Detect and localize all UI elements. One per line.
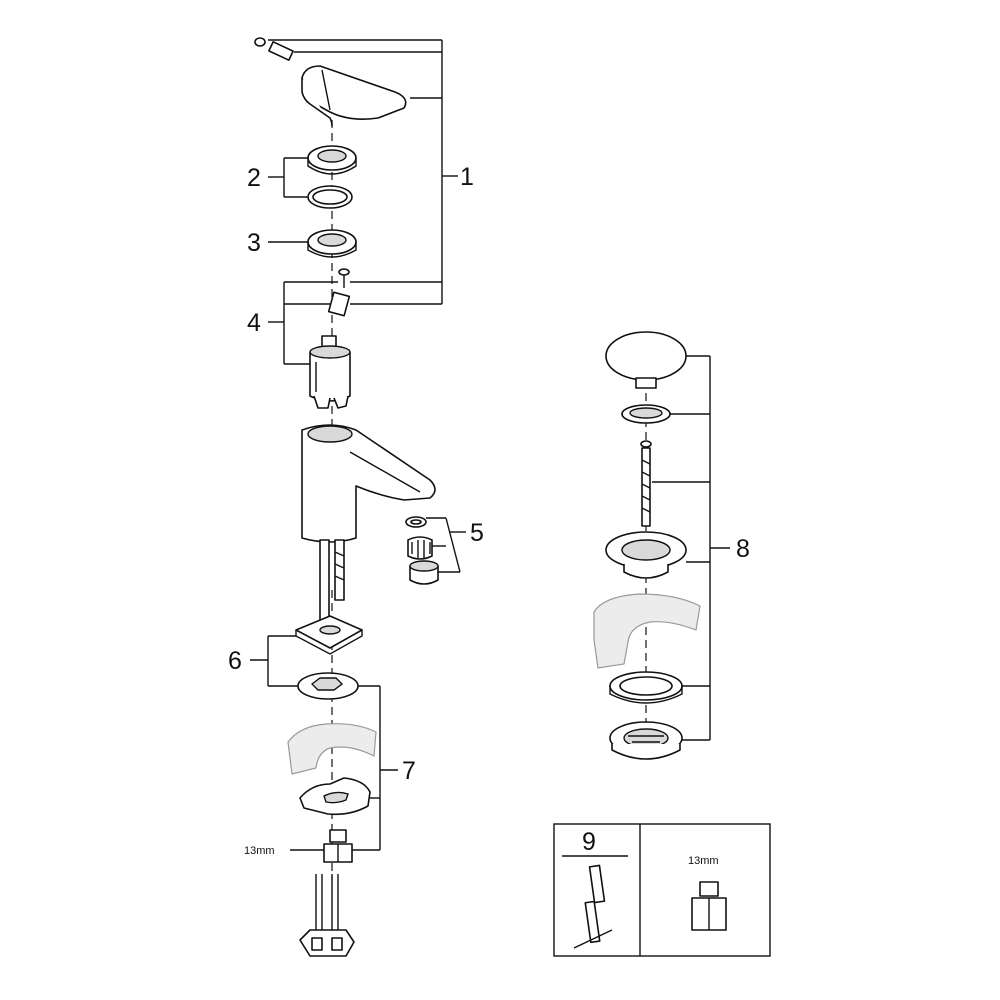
callout-4: 4 — [247, 309, 261, 337]
bracket-7 — [352, 685, 398, 851]
bracket-6 — [250, 635, 298, 687]
waste-rod-part — [640, 440, 652, 527]
supply-hose-part — [299, 874, 355, 957]
bracket-5 — [426, 517, 466, 573]
callout-2: 2 — [247, 164, 261, 192]
basin-section-ghost — [593, 593, 701, 669]
waste-body-part — [609, 721, 683, 760]
aerator-housing-part — [409, 560, 439, 585]
horseshoe-washer-part — [299, 777, 371, 816]
leader-lines-group-1 — [268, 39, 458, 305]
callout-8: 8 — [736, 535, 750, 563]
sink-section-ghost — [287, 723, 377, 775]
callout-6: 6 — [228, 647, 242, 675]
waste-nut-ring-part — [609, 671, 683, 704]
accessories-box — [553, 823, 771, 957]
nut-tool — [691, 881, 727, 931]
bracket-8 — [652, 355, 730, 741]
aerator-gasket-part — [405, 516, 427, 528]
callout-7: 7 — [402, 757, 416, 785]
dimension-label-box: 13mm — [688, 855, 719, 867]
cartridge-key-tool — [573, 864, 613, 949]
bracket-2 — [268, 157, 308, 198]
lever-handle-part — [301, 65, 407, 127]
pop-up-cap-part — [605, 331, 687, 389]
mounting-nut-part — [323, 829, 353, 863]
waste-flange-part — [605, 531, 687, 579]
callout-3: 3 — [247, 229, 261, 257]
cartridge-part — [309, 335, 351, 409]
bracket-4 — [268, 281, 338, 365]
base-gasket-part — [297, 672, 359, 700]
set-screw-part — [254, 37, 294, 61]
callout-1: 1 — [460, 163, 474, 191]
cartridge-adapter-part — [327, 291, 351, 317]
aerator-insert-part — [407, 536, 433, 560]
callout-5: 5 — [470, 519, 484, 547]
callout-9: 9 — [582, 828, 596, 856]
dimension-label-main: 13mm — [244, 845, 275, 857]
base-plate-part — [295, 615, 363, 655]
waste-seal-ring-part — [621, 404, 671, 424]
retaining-nut-part — [307, 229, 357, 258]
o-ring-part — [307, 185, 353, 209]
cap-ring-part — [307, 145, 357, 175]
small-screw-part — [338, 268, 350, 288]
faucet-body-part — [301, 424, 436, 543]
